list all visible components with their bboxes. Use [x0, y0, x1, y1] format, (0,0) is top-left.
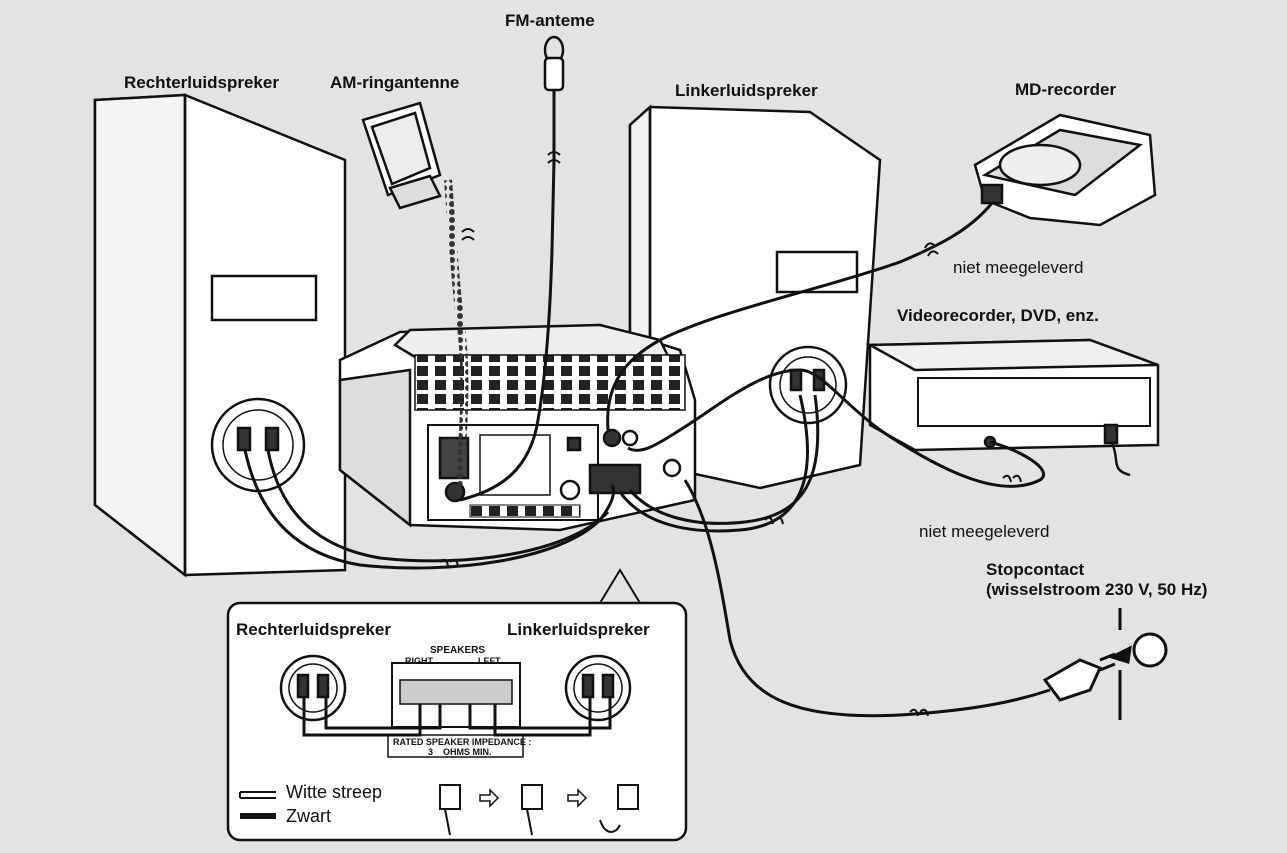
- inset-left-speaker-label: Linkerluidspreker: [507, 620, 650, 639]
- right-speaker: [93, 93, 347, 578]
- terminal-right-label: RIGHT: [405, 656, 433, 666]
- md-recorder-label: MD-recorder: [1015, 80, 1117, 99]
- speaker-cables: [243, 394, 820, 570]
- outlet-label-line1: Stopcontact: [986, 560, 1085, 579]
- am-loop-antenna: [361, 101, 469, 499]
- md-recorder: [606, 113, 1157, 431]
- power-cord: [683, 479, 1168, 720]
- legend-white-stripe: Witte streep: [286, 782, 383, 802]
- not-supplied-label-2: niet meegeleverd: [919, 522, 1050, 541]
- inset-panel: [226, 568, 688, 842]
- not-supplied-label-1: niet meegeleverd: [953, 258, 1084, 277]
- fm-antenna: [459, 35, 565, 502]
- video-recorder: [627, 338, 1160, 488]
- impedance-unit: OHMS MIN.: [443, 747, 492, 757]
- left-speaker-label: Linkerluidspreker: [675, 81, 818, 100]
- right-speaker-label: Rechterluidspreker: [124, 73, 279, 92]
- terminal-left-label: LEFT: [478, 656, 501, 666]
- legend-black: Zwart: [286, 806, 331, 826]
- main-unit: [338, 323, 697, 532]
- am-antenna-label: AM-ringantenne: [330, 73, 460, 92]
- outlet-label-line2: (wisselstroom 230 V, 50 Hz): [986, 580, 1208, 599]
- fm-antenna-label: FM-anteme: [505, 11, 595, 30]
- cable-break-marks: [439, 151, 1022, 717]
- impedance-value: 3: [428, 747, 434, 757]
- inset-right-speaker-label: Rechterluidspreker: [236, 620, 391, 639]
- impedance-label: RATED SPEAKER IMPEDANCE :: [393, 737, 532, 747]
- terminal-title: SPEAKERS: [430, 645, 486, 656]
- video-recorder-label: Videorecorder, DVD, enz.: [897, 306, 1099, 325]
